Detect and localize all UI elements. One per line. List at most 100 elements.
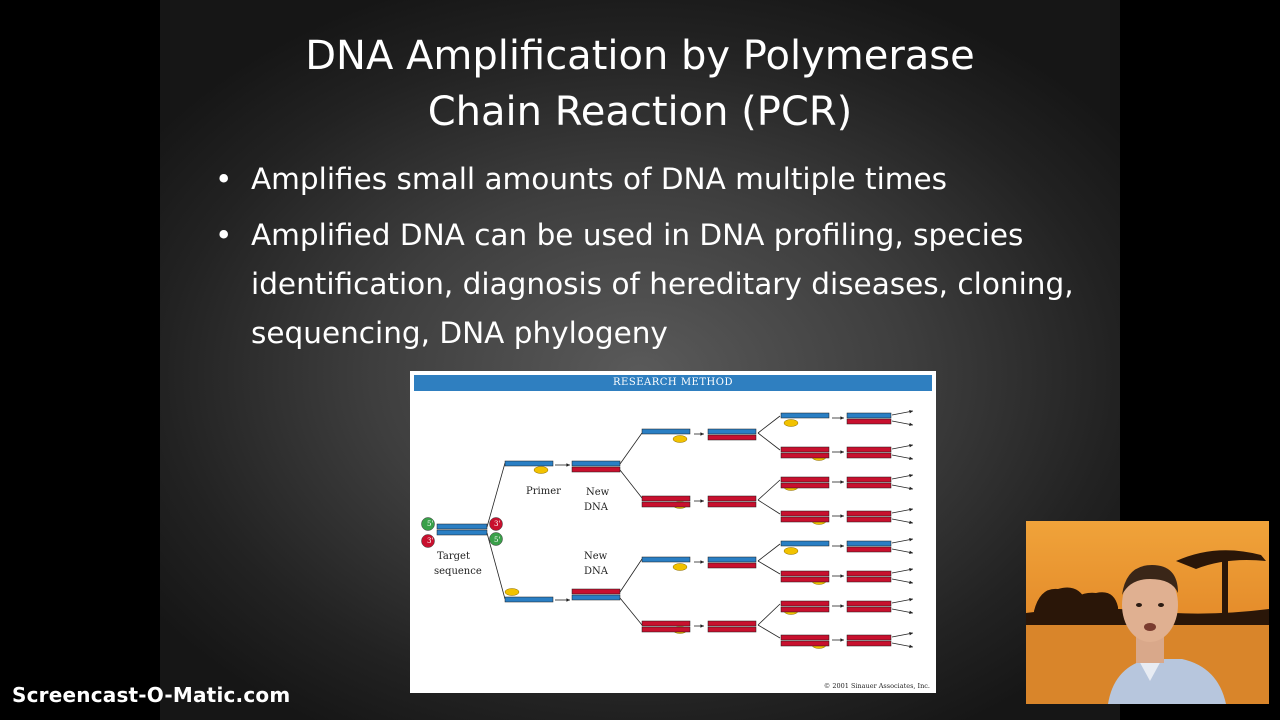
target-label: Target: [437, 551, 470, 562]
dna-strand: [780, 516, 830, 523]
branch-line: [757, 479, 781, 501]
dna-strand: [846, 634, 892, 641]
dna-strand: [846, 540, 892, 547]
branch-line: [757, 560, 781, 575]
branch-line: [757, 603, 781, 626]
dna-strand: [846, 546, 892, 553]
dna-strand: [707, 626, 757, 633]
dna-strand: [780, 570, 830, 577]
primer-mark: [783, 547, 799, 555]
dna-strand: [571, 588, 621, 595]
dna-strand: [571, 466, 621, 473]
dna-strand: [571, 594, 621, 601]
arrow-head: [909, 443, 913, 448]
branch-line: [486, 462, 506, 528]
dna-strand: [846, 570, 892, 577]
primer-mark: [672, 563, 688, 571]
dna-strand: [846, 640, 892, 647]
branch-line: [619, 558, 643, 593]
dna-strand: [846, 516, 892, 523]
dna-strand: [846, 600, 892, 607]
primer-mark: [783, 419, 799, 427]
three-prime-label: 3': [427, 537, 433, 545]
arrow-head: [909, 507, 913, 512]
dna-strand: [436, 529, 488, 536]
arrow-head: [909, 409, 913, 414]
strand-end-marker: [489, 517, 503, 531]
arrow-head: [909, 631, 913, 636]
dna-strand: [780, 452, 830, 459]
branch-line: [619, 469, 643, 499]
branch-line: [757, 499, 781, 515]
dna-strand: [780, 446, 830, 453]
branch-line: [757, 543, 781, 562]
bullet-item: Amplified DNA can be used in DNA profili…: [215, 211, 1095, 358]
arrow-head: [909, 486, 913, 491]
webcam-overlay: [1026, 521, 1269, 704]
branch-line: [619, 597, 643, 626]
title-line-2: Chain Reaction (PCR): [427, 89, 853, 135]
dna-strand: [780, 510, 830, 517]
arrow-head: [840, 450, 844, 454]
new-label: New: [584, 551, 608, 562]
arrow-head: [700, 560, 704, 564]
dna-strand: [780, 606, 830, 613]
dna-strand: [641, 428, 691, 435]
arrow-head: [909, 456, 913, 461]
dna-strand: [780, 476, 830, 483]
arrow-head: [566, 463, 570, 467]
strand-end-marker: [421, 517, 435, 531]
watermark: Screencast-O-Matic.com: [12, 683, 291, 707]
arrow-head: [840, 514, 844, 518]
dna-strand: [571, 460, 621, 467]
arrow-head: [909, 537, 913, 542]
dna-strand: [780, 640, 830, 647]
arrow-head: [909, 550, 913, 555]
dna-strand: [846, 576, 892, 583]
dna-strand: [780, 600, 830, 607]
dna-strand: [641, 626, 691, 633]
strand-end-marker: [421, 534, 435, 548]
arrow-head: [909, 580, 913, 585]
dna-strand: [846, 412, 892, 419]
dna-strand: [641, 501, 691, 508]
dna-strand: [780, 412, 830, 419]
presenter-video-feed: [1026, 521, 1269, 704]
dna-strand: [846, 606, 892, 613]
dna-strand: [780, 576, 830, 583]
five-prime-label: 5': [427, 520, 433, 528]
arrow-head: [700, 499, 704, 503]
arrow-head: [909, 610, 913, 615]
arrow-head: [566, 598, 570, 602]
primer-label: Primer: [526, 486, 561, 497]
dna-strand: [780, 634, 830, 641]
dna-strand: [707, 501, 757, 508]
dna-strand: [846, 482, 892, 489]
dna-strand: [707, 428, 757, 435]
arrow-head: [909, 567, 913, 572]
pcr-diagram: 5' 3' 3' 5' Target sequence Primer New D…: [410, 371, 936, 693]
pcr-branches: [421, 409, 914, 649]
branch-line: [757, 624, 781, 639]
sequence-label: sequence: [434, 566, 482, 577]
primer-mark: [504, 588, 520, 596]
arrow-head: [700, 624, 704, 628]
arrow-head: [909, 422, 913, 427]
arrow-head: [840, 544, 844, 548]
dna-strand: [780, 540, 830, 547]
dna-strand: [846, 476, 892, 483]
dna-strand: [780, 482, 830, 489]
branch-line: [757, 432, 781, 451]
dna-strand: [707, 434, 757, 441]
arrow-head: [909, 597, 913, 602]
dna-strand: [641, 556, 691, 563]
dna-label: DNA: [584, 566, 609, 577]
slide: DNA Amplification by Polymerase Chain Re…: [160, 0, 1120, 720]
dna-strand: [707, 556, 757, 563]
figure-header: RESEARCH METHOD: [414, 375, 932, 391]
arrow-head: [909, 473, 913, 478]
branch-line: [757, 415, 781, 434]
dna-strand: [504, 460, 554, 467]
pcr-diagram-canvas: 5' 3' 3' 5' Target sequence Primer New D…: [421, 409, 914, 649]
dna-strand: [641, 495, 691, 502]
